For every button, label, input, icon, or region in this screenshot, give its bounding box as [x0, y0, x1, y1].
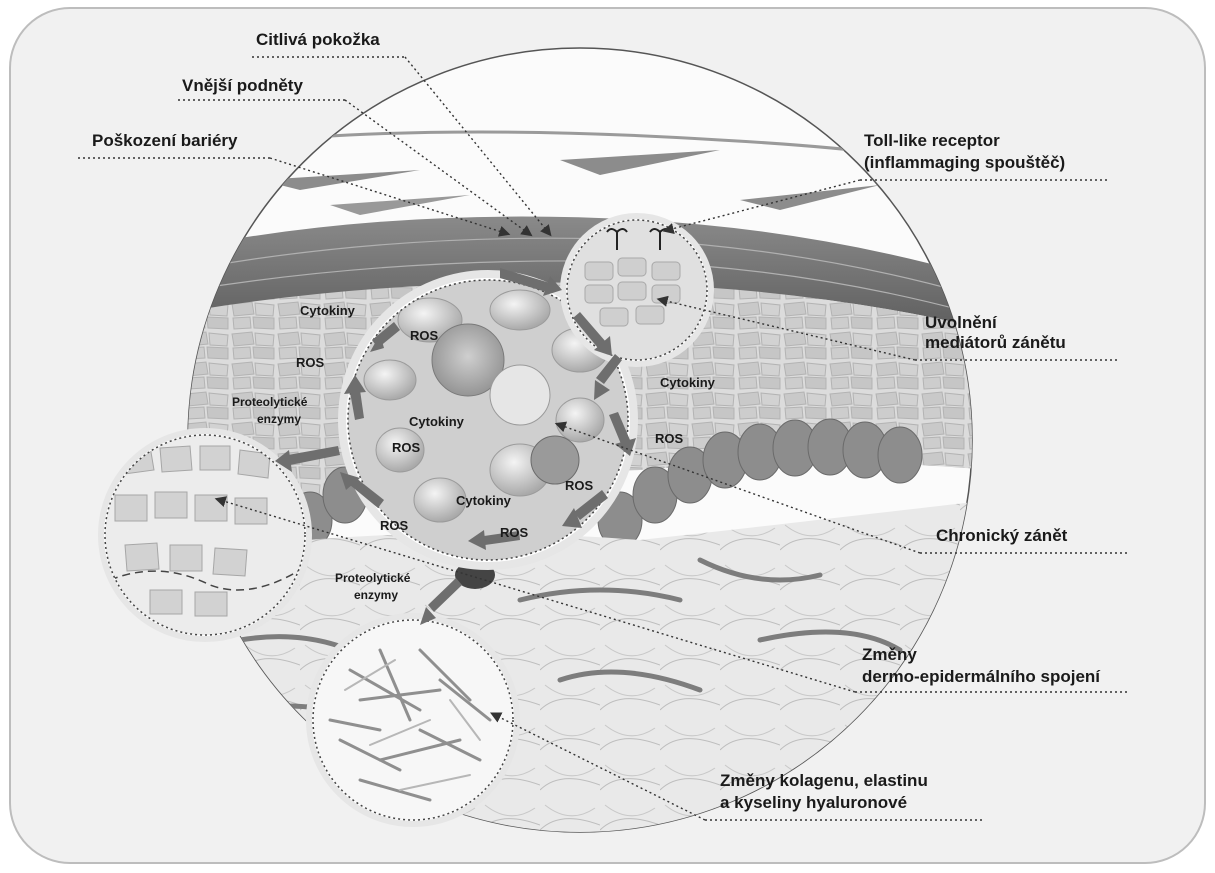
- collagen-detail-zoom: [309, 615, 520, 825]
- callout-mediators-line1: Uvolnění: [925, 313, 998, 332]
- callout-dej-line2: dermo-epidermálního spojení: [862, 667, 1101, 686]
- label-ros: ROS: [296, 355, 325, 370]
- label-ros: ROS: [500, 525, 529, 540]
- label-cytokiny: Cytokiny: [456, 493, 512, 508]
- label-cytokiny: Cytokiny: [300, 303, 356, 318]
- label-proteolytic-line1: Proteolytické: [232, 395, 308, 409]
- callout-collagen-line1: Změny kolagenu, elastinu: [720, 771, 928, 790]
- callout-sensitive-skin: Citlivá pokožka: [256, 30, 380, 49]
- callout-tlr-line1: Toll-like receptor: [864, 131, 1000, 150]
- label-ros: ROS: [380, 518, 409, 533]
- label-ros: ROS: [410, 328, 439, 343]
- callout-mediators-line2: mediátorů zánětu: [925, 333, 1066, 352]
- label-proteolytic-line2: enzymy: [354, 588, 398, 602]
- label-cytokiny: Cytokiny: [409, 414, 465, 429]
- callout-external-stimuli: Vnější podněty: [182, 76, 303, 95]
- callout-dej-line1: Změny: [862, 645, 917, 664]
- label-ros: ROS: [392, 440, 421, 455]
- label-ros: ROS: [565, 478, 594, 493]
- label-proteolytic-line1: Proteolytické: [335, 571, 411, 585]
- callout-barrier-damage: Poškození bariéry: [92, 131, 238, 150]
- label-ros: ROS: [655, 431, 684, 446]
- label-cytokiny: Cytokiny: [660, 375, 716, 390]
- label-proteolytic-line2: enzymy: [257, 412, 301, 426]
- callout-tlr-line2: (inflammaging spouštěč): [864, 153, 1065, 172]
- callout-chronic-inflammation: Chronický zánět: [936, 526, 1068, 545]
- callout-collagen-line2: a kyseliny hyaluronové: [720, 793, 907, 812]
